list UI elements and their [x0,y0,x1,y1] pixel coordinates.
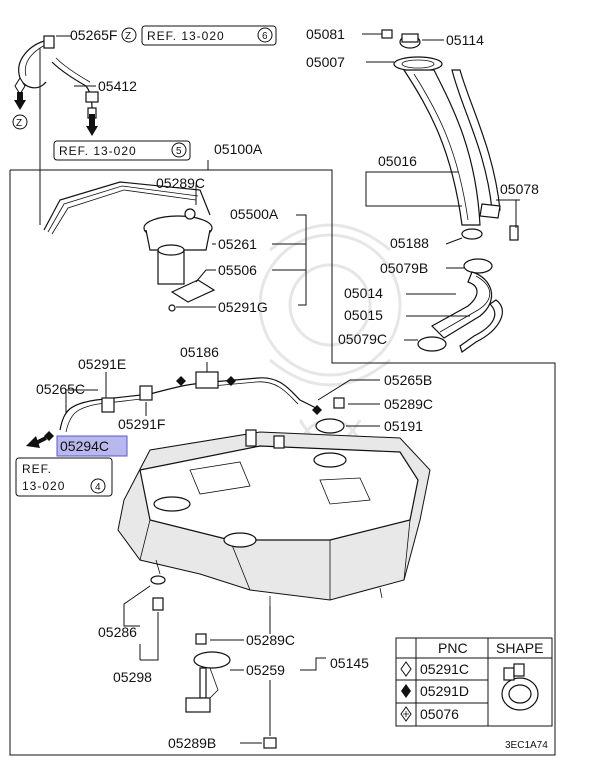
label-05291F[interactable]: 05291F [118,416,165,432]
label-05289B[interactable]: 05289B [168,735,216,751]
diamond-solid-icon [401,684,411,698]
fuel-pump-module: 05289C 05500A 05261 05506 05291G [43,175,307,315]
arrow-left-icon [26,436,40,448]
label-05265B[interactable]: 05265B [384,372,432,388]
label-05259[interactable]: 05259 [246,662,285,678]
label-05186[interactable]: 05186 [180,344,219,360]
diagram-code: 3EC1A74 [505,740,548,751]
ref-5-text: REF. 13-020 [59,144,137,158]
legend-header-shape: SHAPE [496,640,543,656]
label-05289C-mid[interactable]: 05289C [384,396,433,412]
label-05079C[interactable]: 05079C [338,331,387,347]
bottom-parts-group: 05286 05298 05289C 05259 05145 05289B [98,575,369,751]
ref-box-5[interactable] [53,140,191,161]
label-05016[interactable]: 05016 [378,153,417,169]
label-05014[interactable]: 05014 [344,285,383,301]
label-05079B[interactable]: 05079B [380,260,428,276]
label-05286[interactable]: 05286 [98,624,137,640]
label-05100A[interactable]: 05100A [214,141,263,157]
label-05145[interactable]: 05145 [330,655,369,671]
ref-5-number: 5 [176,146,182,157]
label-05291G[interactable]: 05291G [218,299,268,315]
label-05291E[interactable]: 05291E [78,356,126,372]
label-05412[interactable]: 05412 [98,78,137,94]
label-05265C[interactable]: 05265C [36,381,85,397]
diamond-solid-icon [44,431,54,441]
legend-row-05076[interactable]: 05076 [420,706,459,722]
fuel-lines-group: 05291E 05186 05265C 05265B 05289C 05291F… [15,344,433,497]
filler-neck-assembly: 05081 05114 05007 05016 05078 05188 0507… [306,26,539,353]
label-05188[interactable]: 05188 [390,235,429,251]
label-05294C[interactable]: 05294C [60,438,109,454]
label-05015[interactable]: 05015 [344,307,383,323]
ref-4-line2: 13-020 [22,479,65,493]
ref-6-text: REF. 13-020 [147,29,225,43]
z-mark-label: Z [16,118,22,129]
highlight-05294C[interactable] [56,435,128,457]
diamond-solid-icon [312,405,322,415]
vapor-hose-group: Z 05265F Z REF. 13-020 6 05412 REF. 13-0… [12,25,277,225]
legend-row-05291D[interactable]: 05291D [420,683,469,699]
z-mark-circle [12,114,28,130]
label-05506[interactable]: 05506 [218,262,257,278]
ref-box-6[interactable] [141,25,277,46]
ref-box-4[interactable] [15,457,113,497]
ref-4-number: 4 [95,482,101,493]
ref-4-line1: REF. [22,462,52,476]
legend-row-05291C[interactable]: 05291C [420,661,469,677]
label-05265F[interactable]: 05265F [70,27,117,43]
label-05298[interactable]: 05298 [113,669,152,685]
legend-header-pnc: PNC [438,640,468,656]
legend-table: PNC SHAPE 05291C 05291D 05076 [395,637,553,727]
label-05289C-top[interactable]: 05289C [156,175,205,191]
arrow-down-icon [14,100,26,110]
diamond-outline-icon [14,77,26,95]
label-05078[interactable]: 05078 [500,181,539,197]
label-05261[interactable]: 05261 [218,236,257,252]
z-mark-label: Z [125,31,131,42]
assembly-frames [9,169,556,756]
ref-6-number: 6 [262,31,268,42]
label-05081[interactable]: 05081 [306,26,345,42]
label-05191[interactable]: 05191 [384,418,423,434]
label-05500A[interactable]: 05500A [230,206,279,222]
arrow-down-icon [86,126,98,136]
label-05007[interactable]: 05007 [306,54,345,70]
label-05114[interactable]: 05114 [446,32,484,48]
hose-clamp-icon [501,663,539,711]
diamond-solid-icon [226,376,236,386]
label-05289C-low[interactable]: 05289C [246,632,295,648]
fuel-tank [117,429,431,606]
diamond-outline-icon [400,661,412,677]
diamond-solid-icon [176,376,186,386]
z-mark-circle [121,27,137,43]
